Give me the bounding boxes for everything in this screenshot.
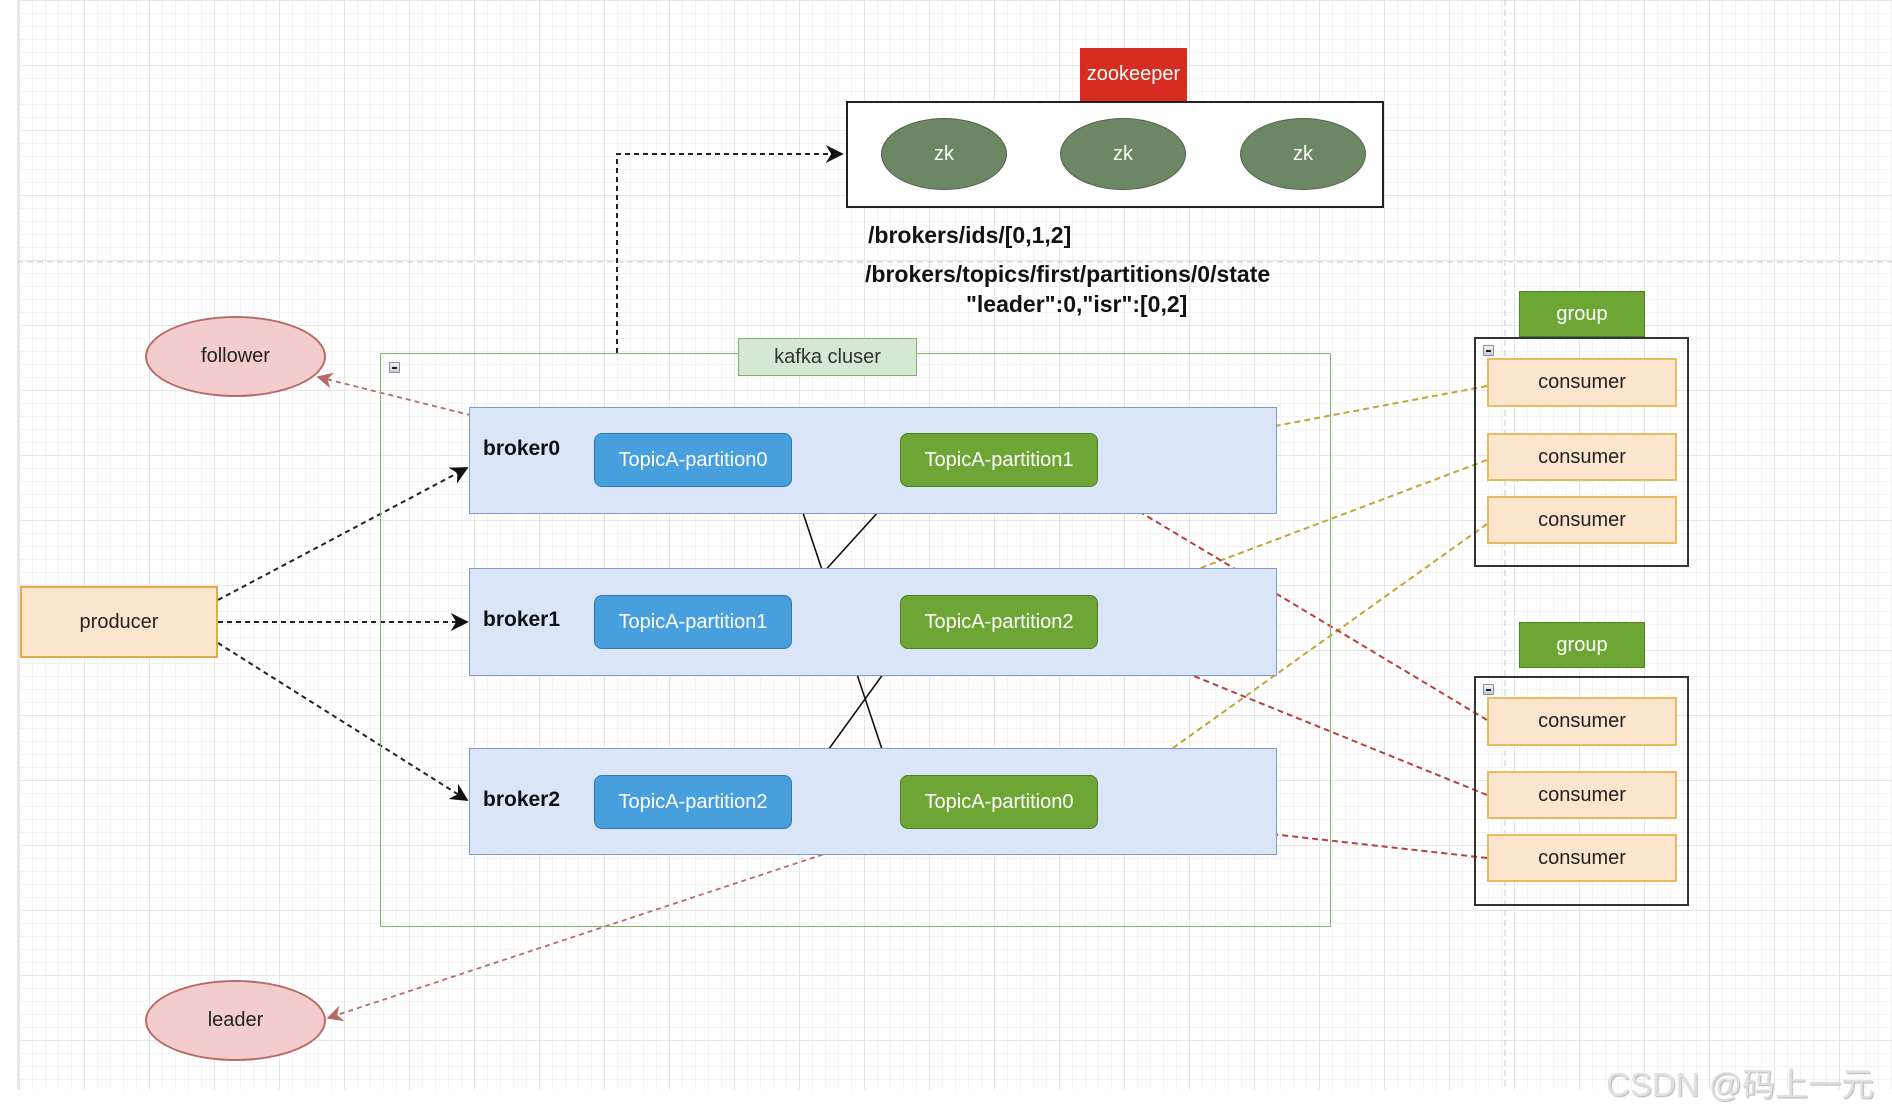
broker2-label: broker2	[483, 788, 561, 811]
follower-ellipse[interactable]: follower	[145, 316, 326, 397]
producer-to-broker2-link[interactable]	[217, 642, 469, 801]
group1-label[interactable]: group	[1519, 291, 1645, 337]
broker1-box[interactable]	[469, 568, 1277, 676]
group2-container[interactable]	[1474, 676, 1689, 906]
group2-consumer[interactable]: consumer	[1487, 834, 1677, 882]
broker2-box[interactable]	[469, 748, 1277, 855]
broker0-box[interactable]	[469, 407, 1277, 514]
group1-consumer[interactable]: consumer	[1487, 496, 1677, 544]
group2-collapse-toggle[interactable]	[1483, 684, 1494, 695]
leader-ellipse[interactable]: leader	[145, 980, 326, 1061]
producer-to-broker0-link[interactable]	[217, 467, 469, 601]
kafka-cluster-label[interactable]: kafka cluser	[738, 338, 917, 376]
broker2-leader-partition[interactable]: TopicA-partition2	[594, 775, 792, 829]
zookeeper-label[interactable]: zookeeper	[1080, 48, 1187, 101]
group2-consumer1-link[interactable]	[1098, 487, 1488, 721]
broker0-leader-partition[interactable]: TopicA-partition0	[594, 433, 792, 487]
group2-consumer[interactable]: consumer	[1487, 697, 1677, 746]
broker1-follower-partition[interactable]: TopicA-partition2	[900, 595, 1098, 649]
group1-consumer[interactable]: consumer	[1487, 358, 1677, 407]
zk-path-broker-ids: /brokers/ids/[0,1,2]	[868, 222, 1072, 248]
broker0-label: broker0	[483, 437, 561, 460]
zk-node[interactable]: zk	[1240, 118, 1366, 190]
zk-node[interactable]: zk	[1060, 118, 1186, 190]
leader-annotation-link[interactable]	[326, 828, 901, 1022]
zk-path-partition-state: /brokers/topics/first/partitions/0/state	[865, 261, 1271, 287]
watermark: CSDN @码上一元	[1606, 1066, 1875, 1103]
group1-collapse-toggle[interactable]	[1483, 345, 1494, 356]
producer-box[interactable]: producer	[20, 586, 218, 658]
broker2-follower-partition[interactable]: TopicA-partition0	[900, 775, 1098, 829]
cluster-collapse-toggle[interactable]	[389, 362, 400, 373]
broker1-label: broker1	[483, 608, 561, 631]
cluster-to-zookeeper-link[interactable]	[616, 145, 844, 353]
group1-container[interactable]	[1474, 337, 1689, 567]
group1-consumer1-link[interactable]	[1098, 385, 1488, 465]
group2-label[interactable]: group	[1519, 622, 1645, 668]
group2-consumer[interactable]: consumer	[1487, 771, 1677, 819]
broker1-leader-partition[interactable]: TopicA-partition1	[594, 595, 792, 649]
group1-consumer[interactable]: consumer	[1487, 433, 1677, 481]
broker0-follower-partition[interactable]: TopicA-partition1	[900, 433, 1098, 487]
zk-node[interactable]: zk	[881, 118, 1007, 190]
zk-partition-state-value: "leader":0,"isr":[0,2]	[966, 291, 1188, 317]
